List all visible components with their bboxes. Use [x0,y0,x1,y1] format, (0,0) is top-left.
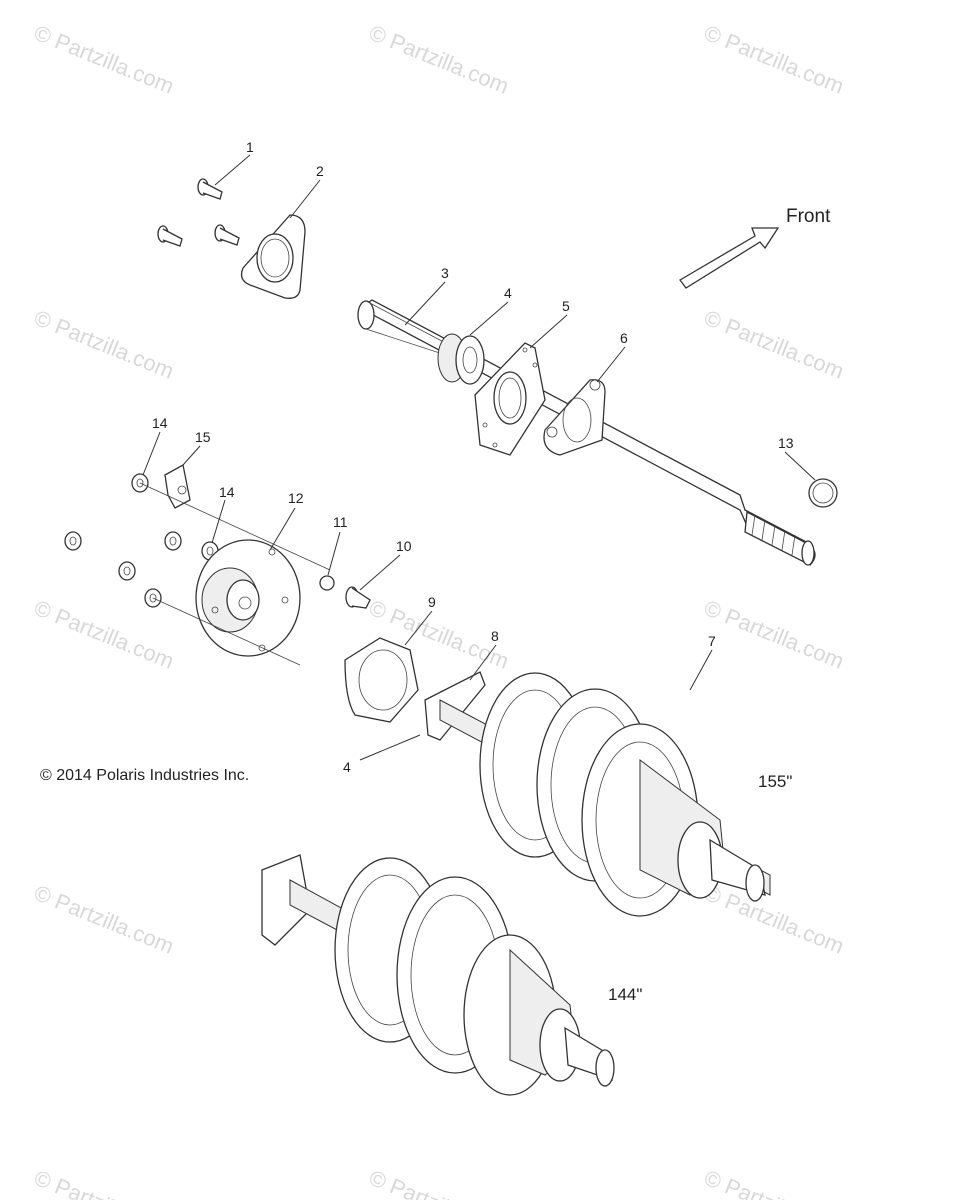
callout-1: 1 [246,139,254,155]
callout-15: 15 [195,429,211,445]
leader-lines [142,154,816,761]
bracket-part [164,463,191,509]
variant-label-155: 155" [758,772,793,791]
gasket-part [344,637,419,723]
drive-shaft-assembly-155 [424,671,771,917]
flange-part [474,342,546,456]
front-arrow-icon [679,227,780,289]
drive-shaft-assembly-144 [261,854,615,1096]
variant-label-144: 144" [608,985,643,1004]
retainer-plate-part [543,379,606,456]
callout-14: 14 [152,415,168,431]
nut-part [64,473,219,608]
callout-6: 6 [620,330,628,346]
callout-10: 10 [396,538,412,554]
bolt-part [345,586,371,609]
callout-13: 13 [778,435,794,451]
callout-9: 9 [428,594,436,610]
callout-8: 8 [491,628,499,644]
callout-4: 4 [504,285,512,301]
callout-14b: 14 [219,484,235,500]
bearing-part [437,333,485,385]
callout-5: 5 [562,298,570,314]
washer-part [319,575,335,591]
hub-flange-part [195,539,301,657]
front-label: Front [786,206,831,227]
callout-numbers: 1 2 3 4 5 6 7 8 9 10 11 12 13 14 15 14 4 [152,139,794,775]
copyright-notice: © 2014 Polaris Industries Inc. [40,767,250,784]
bolt-part [157,178,240,247]
callout-4b: 4 [343,759,351,775]
callout-11: 11 [333,514,348,530]
callout-7: 7 [708,633,716,649]
callout-12: 12 [288,490,304,506]
gasket-plate-part [240,214,306,299]
callout-2: 2 [316,163,324,179]
callout-3: 3 [441,265,449,281]
